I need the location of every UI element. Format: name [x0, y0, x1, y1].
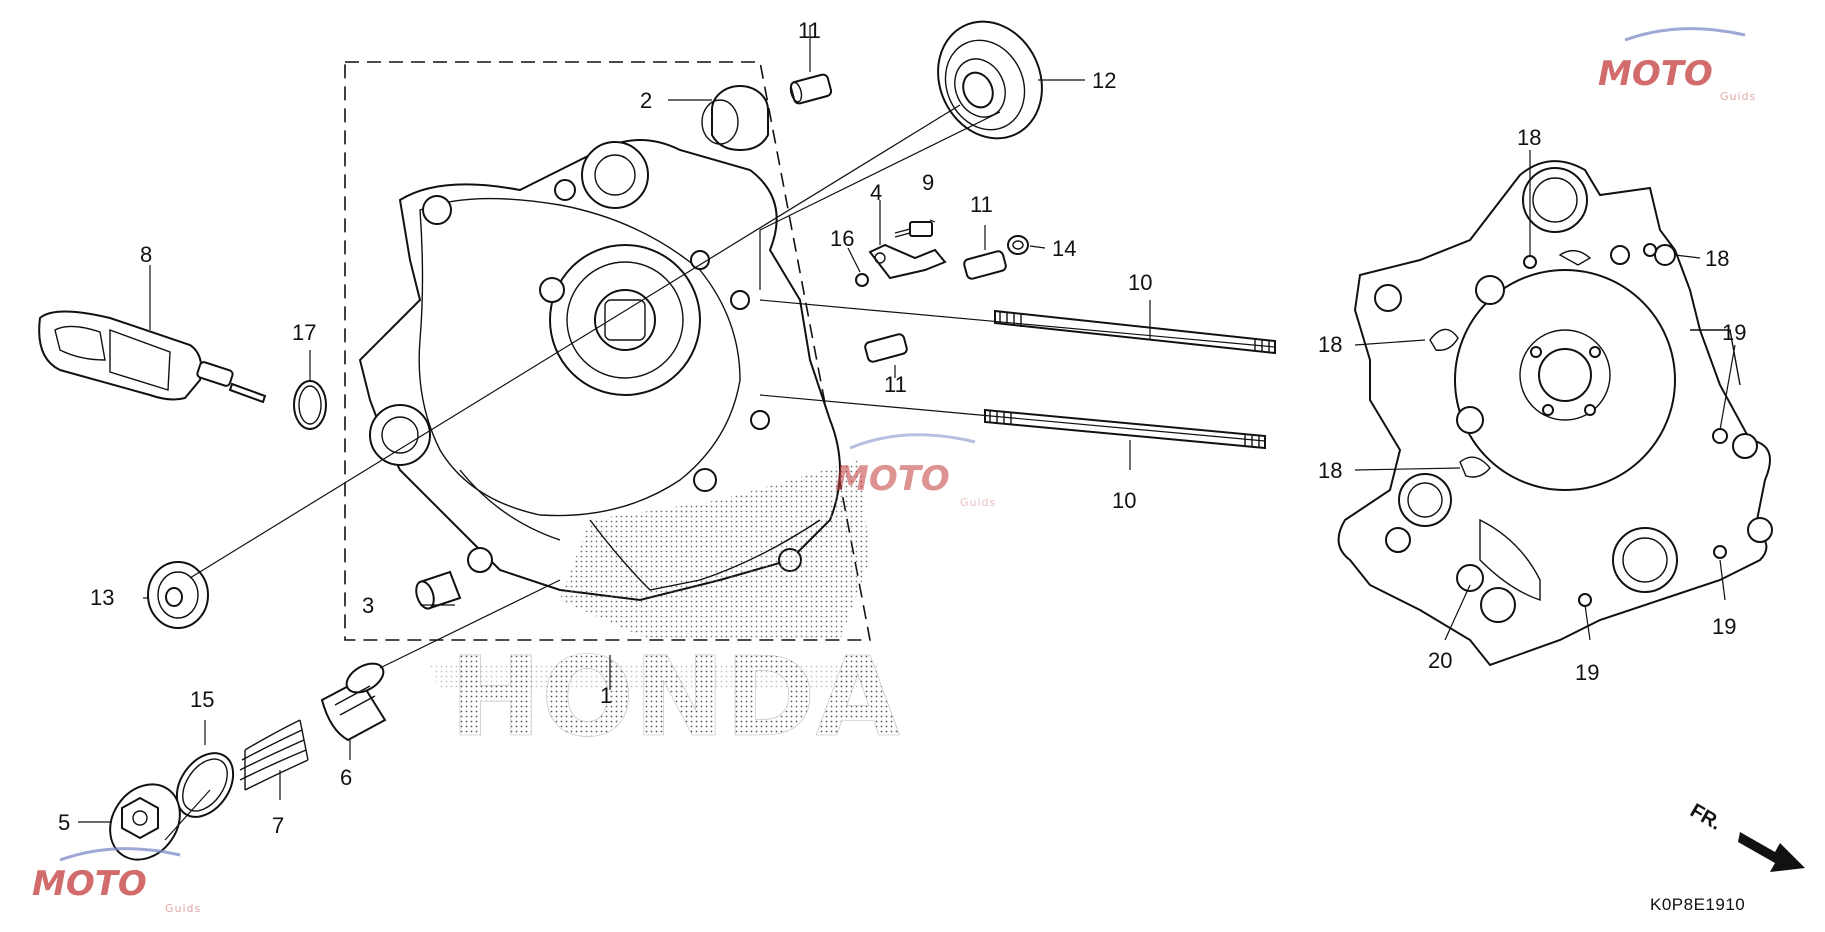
part-5-drain-plug [109, 783, 181, 861]
svg-text:MOTO: MOTO [32, 864, 147, 904]
part-6-strainer [320, 662, 387, 742]
crankcase-left [358, 139, 870, 640]
callout-2: 2 [640, 88, 652, 113]
callout-12: 12 [1092, 68, 1116, 93]
callout-10-upper: 10 [1128, 270, 1152, 295]
callout-7: 7 [272, 813, 284, 838]
part-12-bearing [937, 20, 1043, 140]
part-7-spring [239, 719, 309, 791]
part-3-dowel [415, 570, 462, 610]
watermark-top-right: MOTO Guids [1598, 27, 1756, 103]
watermark-bottom-left: MOTO Guids [32, 847, 201, 915]
callout-17: 17 [292, 320, 316, 345]
callout-5: 5 [58, 810, 70, 835]
callout-3: 3 [362, 593, 374, 618]
honda-dotted-logo: HONDA [430, 633, 900, 761]
callout-18-left-upper: 18 [1318, 332, 1342, 357]
callout-18-top: 18 [1517, 125, 1541, 150]
callout-13: 13 [90, 585, 114, 610]
callout-11-top: 11 [798, 18, 821, 43]
svg-text:HONDA: HONDA [450, 633, 900, 761]
part-11-pin-top [789, 73, 833, 105]
svg-text:MOTO: MOTO [1598, 54, 1713, 94]
front-arrow-icon [1738, 832, 1805, 872]
callout-14: 14 [1052, 236, 1076, 261]
callout-10-lower: 10 [1112, 488, 1136, 513]
part-15-gasket [175, 752, 235, 818]
part-2-bush [701, 85, 769, 152]
callout-18-right: 18 [1705, 246, 1729, 271]
callout-18-left-lower: 18 [1318, 458, 1342, 483]
callout-11-middle: 11 [970, 192, 993, 217]
part-10-stud-lower [984, 408, 1266, 450]
part-8-dipstick [38, 310, 267, 404]
callout-4: 4 [870, 180, 882, 205]
svg-text:MOTO: MOTO [835, 459, 950, 499]
watermark-center: MOTO Guids [835, 433, 996, 509]
svg-text:Guids: Guids [960, 496, 996, 509]
diagram-code: K0P8E1910 [1650, 895, 1745, 914]
callout-9: 9 [922, 170, 934, 195]
part-11-pin-middle [963, 250, 1007, 280]
callout-11-lower: 11 [884, 372, 907, 397]
part-11-pin-lower [864, 333, 908, 363]
front-direction-marker: FR. [1686, 800, 1805, 872]
callout-19-right-lower: 19 [1712, 614, 1736, 639]
callout-15: 15 [190, 687, 214, 712]
callout-1: 1 [600, 683, 612, 708]
part-16-washer [855, 273, 869, 287]
part-4-bracket [868, 243, 947, 280]
callout-16: 16 [830, 226, 854, 251]
callout-19-right-upper: 19 [1722, 320, 1746, 345]
callout-labels: 11 2 12 9 4 16 11 14 10 10 11 8 17 13 3 … [58, 18, 1746, 838]
assembly-dashed-box [344, 61, 871, 641]
part-10-stud-upper [994, 309, 1276, 355]
svg-text:FR.: FR. [1686, 800, 1725, 835]
callout-19-bottom: 19 [1575, 660, 1599, 685]
part-13-oil-seal [147, 561, 209, 629]
part-9-bolt [894, 221, 933, 238]
part-14-ring [1007, 235, 1029, 255]
callout-8: 8 [140, 242, 152, 267]
svg-text:Guids: Guids [165, 902, 201, 915]
leader-lines [78, 25, 1736, 841]
crankcase-right-cover [1337, 160, 1773, 667]
svg-text:Guids: Guids [1720, 90, 1756, 103]
callout-6: 6 [340, 765, 352, 790]
callout-20: 20 [1428, 648, 1452, 673]
